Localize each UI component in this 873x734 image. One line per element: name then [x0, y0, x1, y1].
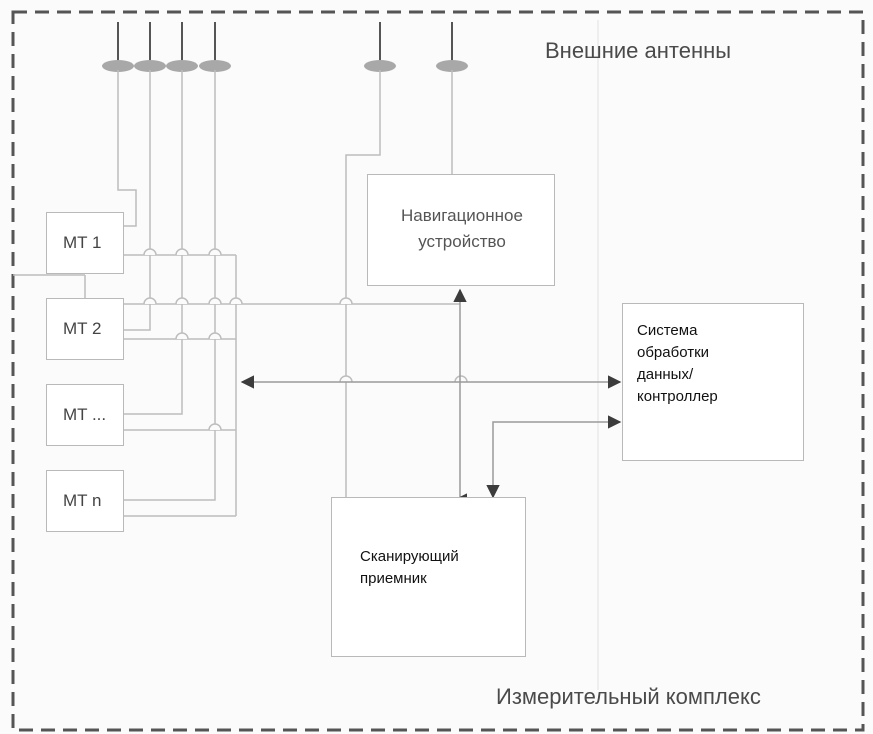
data-bus-arrows [240, 288, 622, 507]
mt1-label: MT 1 [63, 233, 102, 252]
scanner-line-2: приемник [360, 570, 427, 587]
mt2-block: MT 2 [46, 298, 124, 360]
measurement-complex-frame [11, 10, 865, 732]
scanning-receiver-label: Сканирующий приемник [360, 546, 459, 590]
mt-dots-label: MT ... [63, 405, 107, 424]
scanner-line-1: Сканирующий [360, 548, 459, 565]
navigation-line-2: устройство [418, 232, 506, 251]
antenna-5-icon [364, 60, 396, 72]
antenna-bases [102, 60, 468, 72]
mt2-label: MT 2 [63, 319, 102, 338]
controller-scanner-arrow [486, 415, 622, 499]
external-antennas [117, 22, 453, 66]
antenna-2-icon [134, 60, 166, 72]
mt-dots-block: MT ... [46, 384, 124, 446]
navigation-device-block: Навигационное устройство [367, 174, 555, 286]
antenna-3-icon [166, 60, 198, 72]
navigation-line-1: Навигационное [401, 206, 523, 225]
antenna-4-icon [199, 60, 231, 72]
processing-controller-block: Система обработки данных/ контроллер [622, 303, 804, 461]
scanning-receiver-block: Сканирующий приемник [331, 497, 526, 657]
processing-line-3: данных/ [637, 366, 694, 383]
processing-line-2: обработки [637, 344, 710, 361]
external-antennas-label: Внешние антенны [545, 38, 732, 63]
mt1-block: MT 1 [46, 212, 124, 274]
mtn-block: MT n [46, 470, 124, 532]
processing-line-4: контроллер [637, 388, 718, 405]
antenna-6-icon [436, 60, 468, 72]
mtn-label: MT n [63, 491, 102, 510]
navigation-device-label: Навигационное устройство [368, 203, 556, 255]
processing-controller-label: Система обработки данных/ контроллер [637, 320, 718, 408]
antenna-feed-lines [117, 70, 453, 501]
processing-line-1: Система [637, 322, 698, 339]
antenna-1-icon [102, 60, 134, 72]
measurement-complex-label: Измерительный комплекс [496, 684, 761, 709]
